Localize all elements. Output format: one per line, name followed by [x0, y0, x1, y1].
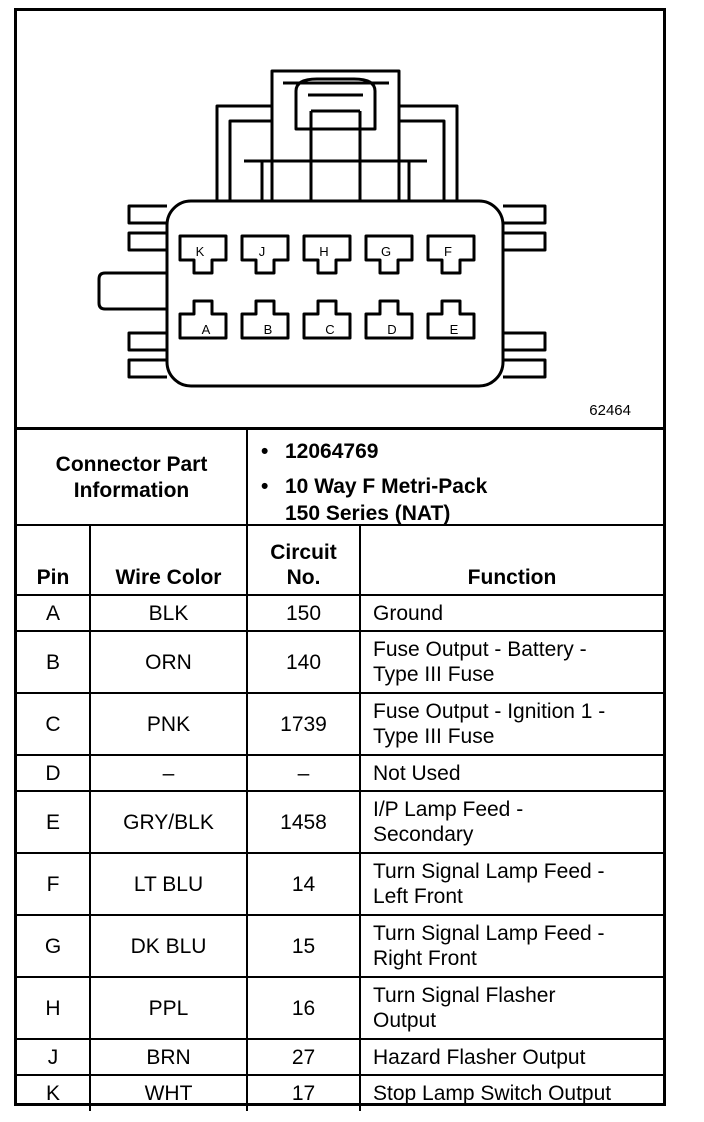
pin-cell: K [17, 1074, 91, 1111]
pin-cavity-j: J [240, 234, 290, 275]
part-number: 12064769 [261, 438, 487, 465]
function-cell: Ground [359, 594, 663, 632]
pin-cavity-a: A [178, 299, 228, 340]
pin-cavity-g: G [364, 234, 414, 275]
section-divider [17, 427, 663, 430]
wire-color-cell: BLK [89, 594, 248, 632]
function-cell: Not Used [359, 754, 663, 792]
figure-number: 62464 [589, 402, 631, 419]
wire-color-cell: ORN [89, 630, 248, 694]
circuit-cell: 140 [246, 630, 361, 694]
function-cell: I/P Lamp Feed - Secondary [359, 790, 663, 854]
pin-cell: F [17, 852, 91, 916]
wire-color-cell: PPL [89, 976, 248, 1040]
header-wire-color: Wire Color [89, 524, 248, 596]
pin-cavity-f: F [426, 234, 476, 275]
function-cell: Turn Signal Lamp Feed - Right Front [359, 914, 663, 978]
pin-letter: C [325, 322, 334, 337]
circuit-cell: 150 [246, 594, 361, 632]
circuit-cell: 27 [246, 1038, 361, 1076]
pin-letter: F [444, 244, 452, 259]
connector-latch [215, 69, 459, 201]
pin-cavity-b: B [240, 299, 290, 340]
pin-letter: K [196, 244, 205, 259]
wire-color-cell: GRY/BLK [89, 790, 248, 854]
circuit-cell: 16 [246, 976, 361, 1040]
circuit-cell: 1739 [246, 692, 361, 756]
pin-cell: J [17, 1038, 91, 1076]
pin-cavity-e: E [426, 299, 476, 340]
pin-cavity-k: K [178, 234, 228, 275]
circuit-cell: 15 [246, 914, 361, 978]
function-cell: Fuse Output - Ignition 1 - Type III Fuse [359, 692, 663, 756]
circuit-cell: – [246, 754, 361, 792]
wire-color-cell: BRN [89, 1038, 248, 1076]
function-cell: Turn Signal Lamp Feed - Left Front [359, 852, 663, 916]
table-header: Pin Wire Color Circuit No. Function [17, 524, 663, 596]
wire-color-cell: PNK [89, 692, 248, 756]
pin-cavity-h: H [302, 234, 352, 275]
pin-letter: E [450, 322, 459, 337]
pin-cavity-d: D [364, 299, 414, 340]
pin-cell: G [17, 914, 91, 978]
pin-letter: A [202, 322, 211, 337]
connector-side-rails [97, 204, 547, 379]
table-row: D––Not Used [17, 754, 663, 792]
pin-cavity-c: C [302, 299, 352, 340]
pin-cell: H [17, 976, 91, 1040]
header-function: Function [359, 524, 663, 596]
info-label: Connector Part Information [55, 453, 208, 502]
connector-type: 10 Way F Metri-Pack 150 Series (NAT) [261, 473, 487, 527]
bottom-row-cavities: A B C D E [178, 299, 476, 340]
connector-diagram: K J H G F A B C D E 62464 [17, 11, 663, 427]
connector-part-info: Connector Part Information 12064769 10 W… [17, 430, 663, 526]
pin-letter: D [387, 322, 396, 337]
pin-letter: H [319, 244, 328, 259]
circuit-cell: 1458 [246, 790, 361, 854]
pin-letter: B [264, 322, 273, 337]
circuit-cell: 14 [246, 852, 361, 916]
wire-color-cell: DK BLU [89, 914, 248, 978]
function-cell: Fuse Output - Battery - Type III Fuse [359, 630, 663, 694]
pin-cell: C [17, 692, 91, 756]
function-cell: Turn Signal Flasher Output [359, 976, 663, 1040]
wire-color-cell: WHT [89, 1074, 248, 1111]
header-circuit: Circuit No. [246, 524, 361, 596]
pin-cell: A [17, 594, 91, 632]
info-list: 12064769 10 Way F Metri-Pack 150 Series … [261, 438, 487, 535]
pin-cell: B [17, 630, 91, 694]
pin-cell: D [17, 754, 91, 792]
pin-cell: E [17, 790, 91, 854]
wire-color-cell: LT BLU [89, 852, 248, 916]
circuit-cell: 17 [246, 1074, 361, 1111]
connector-body [165, 199, 505, 388]
info-divider [246, 430, 248, 526]
function-cell: Hazard Flasher Output [359, 1038, 663, 1076]
function-cell: Stop Lamp Switch Output [359, 1074, 663, 1111]
pin-letter: J [259, 244, 266, 259]
wire-color-cell: – [89, 754, 248, 792]
header-pin: Pin [17, 524, 91, 596]
pin-letter: G [381, 244, 391, 259]
